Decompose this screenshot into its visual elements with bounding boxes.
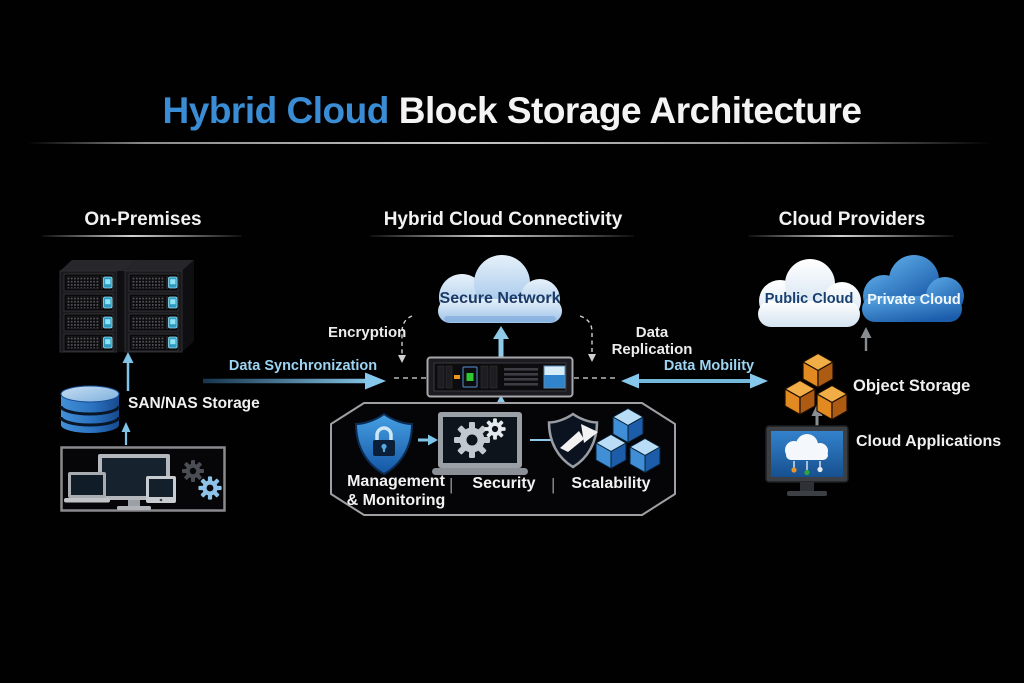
scalability-cubes-icon [595,408,661,473]
display-module [543,365,566,389]
up-arrow-storage-to-servers [122,352,134,391]
cloud-applications-label: Cloud Applications [856,433,1002,450]
up-arrow-devices-to-storage [121,422,131,445]
title-highlight: Hybrid Cloud [162,90,390,131]
object-storage-label: Object Storage [853,377,971,395]
status-led-orange [454,375,460,379]
encryption-label: Encryption [328,324,407,341]
up-arrow-storage-to-clouds [860,327,872,351]
public-cloud-label: Public Cloud [764,291,854,307]
gear-icon [198,476,222,500]
replication-dashed-line [579,315,596,362]
feature-divider: | [551,475,556,494]
management-laptop-icon [432,412,528,475]
client-devices-icon [60,446,226,512]
management-line1: Management [347,473,445,490]
up-arrow-appliance-to-network [493,326,509,357]
database-icon [59,385,121,433]
flow-arrow-icon [418,434,438,446]
cloud-applications-monitor-icon [765,425,849,496]
encryption-dashed-line [398,315,413,363]
features-box [330,402,676,516]
private-cloud-icon [862,255,964,322]
san-nas-storage-label: SAN/NAS Storage [128,395,260,412]
private-cloud-label: Private Cloud [867,292,961,308]
secure-network-label: Secure Network [439,290,561,307]
status-led-green [466,373,474,381]
section-underline [370,235,634,237]
public-cloud-icon [758,259,861,327]
section-underline [42,235,242,237]
server-rack-icon [59,260,194,353]
data-mobility-label: Data Mobility [663,358,755,374]
secure-network-cloud-icon [438,255,562,323]
feature-divider: | [449,475,454,494]
gear-icon [182,460,204,482]
management-monitoring-label: Management & Monitoring [334,473,458,510]
security-shield-icon [547,412,599,469]
laptop-icon [64,472,110,503]
shield-lock-icon [354,412,414,476]
app-cloud-glyph [785,434,828,460]
section-header-connectivity: Hybrid Cloud Connectivity [383,209,623,230]
title-divider [28,142,992,144]
scalability-label: Scalability [571,475,651,492]
data-sync-arrow [203,372,386,390]
section-header-on-premises: On-Premises [84,209,202,230]
data-mobility-arrow [621,373,768,389]
storage-appliance-icon [426,356,574,398]
data-replication-label: Data Replication [611,324,693,358]
section-header-cloud-providers: Cloud Providers [778,209,926,230]
management-line2: & Monitoring [346,491,446,509]
section-underline [748,235,954,237]
data-synchronization-label: Data Synchronization [228,358,378,374]
tablet-icon [146,476,176,503]
object-storage-cubes-icon [784,352,848,421]
title-rest: Block Storage Architecture [398,90,862,131]
security-label: Security [472,475,536,492]
